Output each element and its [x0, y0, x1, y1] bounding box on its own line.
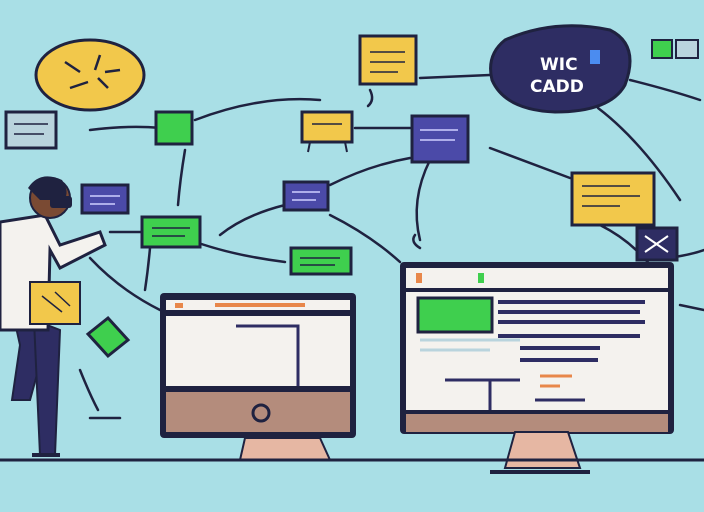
sticky-note	[651, 39, 699, 59]
sticky-note	[80, 183, 130, 215]
sticky-note	[85, 315, 131, 359]
desktop-monitor	[160, 293, 356, 461]
sticky-note	[358, 34, 418, 86]
bubble-text-line-1: WIC	[540, 55, 578, 75]
sticky-note	[570, 171, 656, 227]
sticky-note	[140, 215, 202, 249]
speech-bubble: WIC CADD	[489, 24, 632, 114]
sticky-note	[4, 110, 58, 150]
yellow-blob-icon	[34, 38, 146, 112]
desktop-monitor	[400, 262, 674, 474]
sticky-note	[289, 246, 353, 276]
sticky-note	[410, 114, 470, 164]
sticky-note	[154, 110, 194, 146]
sticky-note	[282, 180, 330, 212]
sticky-note	[635, 226, 679, 262]
sticky-note	[300, 110, 354, 153]
bubble-text-line-2: CADD	[530, 77, 584, 97]
person-illustration	[0, 176, 107, 457]
